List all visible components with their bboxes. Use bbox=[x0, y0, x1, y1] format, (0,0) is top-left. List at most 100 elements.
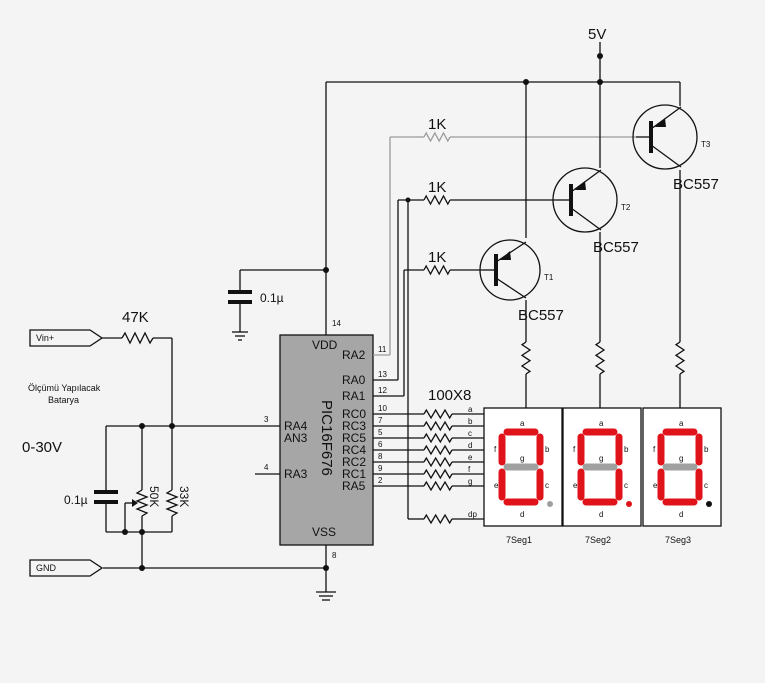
divider-resistor-value: 33K bbox=[177, 486, 191, 507]
segment-line-letter: d bbox=[468, 441, 472, 450]
display-name: 7Seg3 bbox=[665, 535, 691, 545]
divider-network: 0.1µ 50K 33K bbox=[64, 338, 280, 571]
mcu-right-pin-number: 2 bbox=[378, 476, 383, 485]
segment-label: b bbox=[624, 445, 629, 454]
mcu-right-pin-number: 9 bbox=[378, 464, 383, 473]
segment-line-letter: c bbox=[468, 429, 472, 438]
supply-label: 5V bbox=[588, 26, 606, 43]
segment-array-value: 100X8 bbox=[428, 387, 471, 404]
gnd-label: GND bbox=[36, 563, 57, 573]
transistor-type: BC557 bbox=[593, 239, 639, 256]
segment-line-letter: g bbox=[468, 477, 472, 486]
segment-label: e bbox=[653, 481, 658, 490]
mcu-right-pin-label: RA5 bbox=[342, 479, 366, 493]
mcu-left-pin-label: RA3 bbox=[284, 467, 308, 481]
base-drive-routing bbox=[373, 136, 636, 520]
mcu-right-pin-label: RC1 bbox=[342, 467, 366, 481]
mcu-part-number: PIC16F676 bbox=[318, 400, 335, 476]
mcu-right-pin-label: RC4 bbox=[342, 443, 366, 457]
mcu-right-pin-label: RC0 bbox=[342, 407, 366, 421]
segment-label: d bbox=[599, 510, 603, 519]
segment-line-letter: f bbox=[468, 465, 471, 474]
segment-label: a bbox=[520, 419, 525, 428]
base-resistor-value: 1K bbox=[428, 116, 446, 133]
battery-label-line2: Batarya bbox=[48, 395, 79, 405]
mcu-left-pin-label: RA4 bbox=[284, 419, 308, 433]
vin-terminal: Vin+ 47K bbox=[29, 309, 172, 347]
base-resistor-value: 1K bbox=[428, 249, 446, 266]
mcu-left-pin-label: AN3 bbox=[284, 431, 308, 445]
input-resistor-value: 47K bbox=[122, 309, 149, 326]
transistor-type: BC557 bbox=[673, 176, 719, 193]
mcu-right-pin-number: 12 bbox=[378, 386, 387, 395]
transistor-type: BC557 bbox=[518, 307, 564, 324]
mcu-right-pin-number: 5 bbox=[378, 428, 383, 437]
mcu-right-pin-label: RA0 bbox=[342, 373, 366, 387]
mcu-right-pin-label: RC3 bbox=[342, 419, 366, 433]
gnd-terminal: GND bbox=[29, 559, 104, 577]
mcu-chip: VDD VSS PIC16F676 bbox=[279, 334, 374, 546]
vdd-cap-value: 0.1µ bbox=[260, 291, 284, 305]
segment-label: b bbox=[704, 445, 709, 454]
mcu-left-pin-number: 4 bbox=[264, 463, 269, 472]
collector-resistors bbox=[520, 341, 686, 375]
battery-label-line1: Ölçümü Yapılacak bbox=[28, 383, 101, 393]
segment-label: e bbox=[494, 481, 499, 490]
mcu-right-pin-number: 6 bbox=[378, 440, 383, 449]
mcu-right-pin-label: RC5 bbox=[342, 431, 366, 445]
collector-wiring bbox=[525, 82, 681, 408]
segment-line-letter: a bbox=[468, 405, 473, 414]
mcu-right-pin-label: RA1 bbox=[342, 389, 366, 403]
segment-line-letter: b bbox=[468, 417, 473, 426]
mcu-right-pin-number: 10 bbox=[378, 404, 387, 413]
segment-label: b bbox=[545, 445, 550, 454]
vdd-net: 0.1µ 14 bbox=[228, 82, 341, 341]
mcu-right-pin-number: 13 bbox=[378, 370, 387, 379]
segment-label: g bbox=[599, 454, 603, 463]
input-cap-value: 0.1µ bbox=[64, 493, 88, 507]
base-resistors: 1K 1K 1K bbox=[423, 116, 451, 276]
segment-label: d bbox=[520, 510, 524, 519]
segment-label: c bbox=[545, 481, 549, 490]
ground-net: 8 bbox=[103, 545, 337, 601]
seven-segment-display: a b c d e f g 7Seg2 bbox=[562, 407, 642, 545]
vss-label: VSS bbox=[312, 525, 336, 539]
base-resistor-value: 1K bbox=[428, 179, 446, 196]
display-name: 7Seg2 bbox=[585, 535, 611, 545]
segment-label: f bbox=[653, 445, 656, 454]
transistor-ref: T2 bbox=[621, 203, 631, 212]
segment-label: c bbox=[624, 481, 628, 490]
mcu-right-pin-number: 8 bbox=[378, 452, 383, 461]
vdd-pin-number: 14 bbox=[332, 319, 341, 328]
segment-label: e bbox=[573, 481, 578, 490]
vss-pin-number: 8 bbox=[332, 551, 337, 560]
range-label: 0-30V bbox=[22, 439, 62, 456]
mcu-right-pin-number: 7 bbox=[378, 416, 383, 425]
vin-label: Vin+ bbox=[36, 333, 54, 343]
segment-label: g bbox=[520, 454, 524, 463]
vdd-label: VDD bbox=[312, 338, 338, 352]
segment-label: a bbox=[599, 419, 604, 428]
mcu-left-pin-number: 3 bbox=[264, 415, 269, 424]
mcu-right-pin-label: RC2 bbox=[342, 455, 366, 469]
segment-label: a bbox=[679, 419, 684, 428]
supply-rail: 5V bbox=[326, 26, 680, 85]
segment-label: f bbox=[573, 445, 576, 454]
segment-label: d bbox=[679, 510, 683, 519]
mcu-right-pin-label: RA2 bbox=[342, 348, 366, 362]
segment-line-letter: e bbox=[468, 453, 473, 462]
segment-label: g bbox=[679, 454, 683, 463]
transistor-ref: T1 bbox=[544, 273, 554, 282]
pot-value: 50K bbox=[147, 486, 161, 507]
segment-line-letter: dp bbox=[468, 510, 477, 519]
